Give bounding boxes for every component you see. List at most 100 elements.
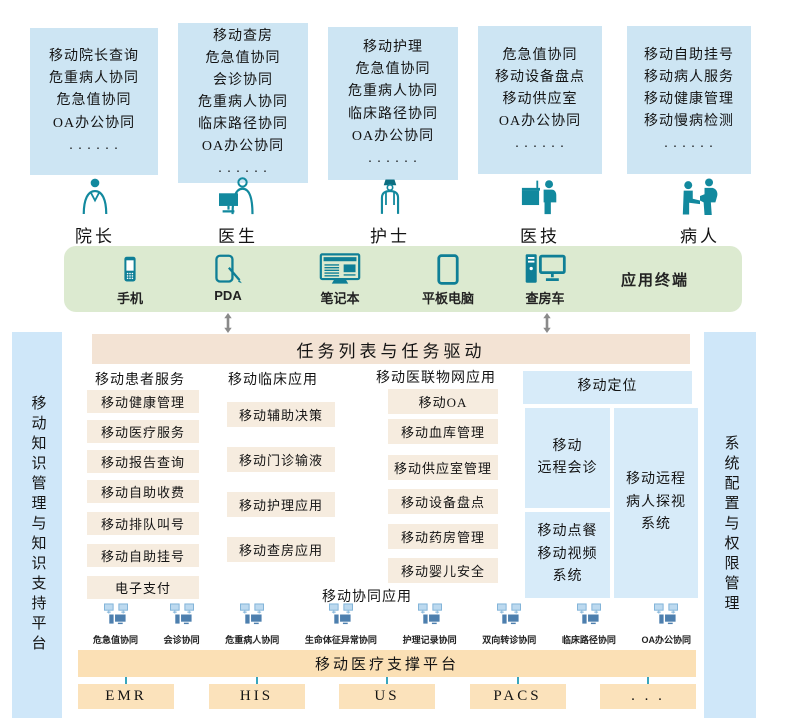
right-sidebar-system-config: 系统配置与权限管理 [704, 332, 756, 718]
dean-icon [77, 177, 113, 220]
device-label: 手机 [116, 291, 143, 306]
connector-tick [125, 677, 127, 684]
networked-computers-icon [651, 603, 681, 631]
support-platform-bar: 移动医疗支撑平台 [78, 650, 696, 677]
collab-label: 危急值协同 [93, 635, 139, 645]
feature-box-mobile-locate: 移动定位 [523, 371, 692, 404]
system-box: PACS [469, 684, 566, 709]
app-box: 移动门诊输液 [227, 447, 335, 472]
column-header-iot-apps: 移动医联物网应用 [376, 371, 496, 386]
system-more: . . . [600, 677, 696, 709]
collab-item: 危急值协同 [93, 603, 138, 646]
system-his: HIS [208, 677, 305, 709]
role-label: 病人 [680, 227, 720, 246]
collab-item: 临床路径协同 [562, 603, 616, 646]
system-box: US [339, 684, 435, 709]
ward-round-cart-icon [522, 250, 568, 286]
app-box: 移动排队叫号 [87, 512, 199, 535]
terminal-bar-label: 应用终端 [620, 271, 689, 289]
app-box: 移动查房应用 [227, 537, 335, 562]
role-nurse: 护士 [345, 177, 435, 247]
networked-computers-icon [237, 603, 267, 631]
connector-tick [255, 677, 258, 684]
device-ward-round-cart: 查房车 [500, 250, 590, 307]
role-dean: 院长 [50, 177, 140, 247]
up-down-arrow-icon [222, 313, 234, 333]
app-box: 移动护理应用 [227, 492, 335, 517]
top-box-nurse-services: 移动护理 危急值协同 危重病人协同 临床路径协同 OA办公协同 . . . . … [328, 27, 458, 180]
role-label: 院长 [75, 227, 115, 246]
connector-tick [516, 677, 519, 684]
collab-label: 护理记录协同 [402, 635, 457, 645]
system-box: . . . [600, 684, 696, 709]
app-box: 移动OA [388, 389, 498, 414]
app-box: 移动自助挂号 [87, 544, 199, 567]
system-pacs: PACS [469, 677, 566, 709]
left-sidebar-label: 移动知识管理与知识支持平台 [29, 395, 46, 655]
networked-computers-icon [574, 603, 604, 631]
networked-computers-icon [101, 603, 131, 631]
column-header-clinical-apps: 移动临床应用 [228, 373, 318, 388]
connector-tick [386, 677, 388, 684]
tablet-icon [436, 250, 460, 286]
app-box: 移动血库管理 [388, 419, 498, 444]
device-label: PDA [214, 288, 242, 303]
role-patient: 病人 [655, 177, 745, 247]
feature-box-remote-consult: 移动 远程会诊 [525, 408, 610, 508]
device-mobile-phone: 手机 [85, 250, 175, 307]
app-box: 移动报告查询 [87, 450, 199, 473]
app-box: 移动药房管理 [388, 524, 498, 549]
column-header-collab-apps: 移动协同应用 [322, 590, 412, 605]
column-header-patient-services: 移动患者服务 [95, 373, 185, 388]
nurse-icon [373, 177, 407, 220]
collab-item: 双向转诊协同 [482, 603, 536, 646]
feature-box-remote-visit: 移动远程 病人探视 系统 [614, 408, 698, 598]
collab-item: OA办公协同 [641, 603, 691, 646]
app-box: 移动辅助决策 [227, 402, 335, 427]
app-box: 移动设备盘点 [388, 489, 498, 514]
collab-item: 会诊协同 [164, 603, 200, 646]
feature-box-meal-video: 移动点餐 移动视频 系统 [525, 512, 610, 598]
notebook-icon [319, 250, 361, 286]
base-systems-row: EMR HIS US PACS . . . [78, 677, 696, 709]
technician-icon [519, 177, 561, 220]
collab-label: 生命体征异常协同 [304, 635, 377, 645]
app-box: 电子支付 [87, 576, 199, 599]
role-doctor: 医生 [193, 177, 283, 247]
top-box-patient-services: 移动自助挂号 移动病人服务 移动健康管理 移动慢病检测 . . . . . . [627, 26, 751, 174]
pda-stylus-icon [212, 250, 244, 286]
collab-label: 临床路径协同 [561, 635, 616, 645]
collab-label: 会诊协同 [163, 635, 200, 645]
role-label: 护士 [370, 227, 410, 246]
mobile-phone-icon [118, 250, 142, 286]
collab-item: 生命体征异常协同 [305, 603, 377, 646]
device-tablet: 平板电脑 [403, 250, 493, 307]
role-label: 医技 [520, 227, 560, 246]
system-emr: EMR [78, 677, 174, 709]
app-box: 移动供应室管理 [388, 455, 498, 480]
right-sidebar-label: 系统配置与权限管理 [722, 435, 739, 615]
connector-tick [647, 677, 649, 684]
device-label: 平板电脑 [421, 291, 474, 306]
top-box-dean-services: 移动院长查询 危重病人协同 危急值协同 OA办公协同 . . . . . . [30, 28, 158, 175]
collab-item: 护理记录协同 [403, 603, 457, 646]
doctor-icon [217, 177, 259, 220]
system-box: HIS [208, 684, 305, 709]
app-box: 移动婴儿安全 [388, 558, 498, 583]
collab-items-row: 危急值协同 会诊协同 [93, 603, 691, 646]
collab-label: OA办公协同 [641, 635, 691, 645]
networked-computers-icon [326, 603, 356, 631]
system-us: US [339, 677, 435, 709]
collab-label: 危重病人协同 [225, 635, 280, 645]
app-box: 移动医疗服务 [87, 420, 199, 443]
patient-icon [679, 177, 721, 220]
top-box-medtech-services: 危急值协同 移动设备盘点 移动供应室 OA办公协同 . . . . . . [478, 26, 602, 174]
device-label: 查房车 [525, 291, 565, 306]
collab-item: 危重病人协同 [225, 603, 279, 646]
device-pda: PDA [183, 250, 273, 303]
networked-computers-icon [167, 603, 197, 631]
collab-label: 双向转诊协同 [482, 635, 537, 645]
role-label: 医生 [218, 227, 258, 246]
task-list-driver-bar: 任务列表与任务驱动 [92, 334, 690, 364]
